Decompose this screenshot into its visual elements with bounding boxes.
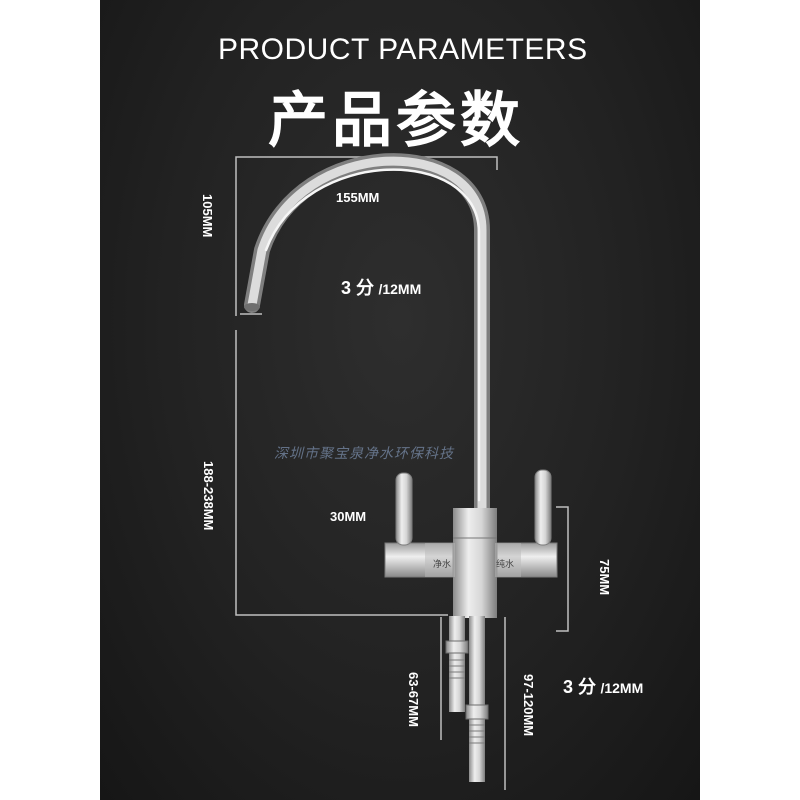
valve-height-label: 75MM [597,559,612,596]
inlet-pipe-short [449,616,465,712]
pipe-size-top: 3 分 /12MM [341,274,421,300]
body-height-label: 188-238MM [201,461,216,531]
right-lever-handle [534,469,552,546]
pipe-threads [449,659,485,744]
pipe-size-top-metric: /12MM [378,281,422,297]
body-height-guide [235,330,448,616]
spout-tip [244,303,260,311]
valve-height-guide [556,506,569,632]
title-chinese: 产品参数 [268,87,524,154]
nut-long [465,704,489,720]
dark-textured-background [100,0,700,800]
pipe-size-top-fraction: 3 分 [341,278,375,298]
left-lever-handle [395,472,413,546]
inlet-long-label: 97-120MM [521,674,536,737]
faucet-body [453,508,497,618]
pipe-size-bottom: 3 分 /12MM [563,673,643,699]
company-watermark: 深圳市聚宝泉净水环保科技 [274,446,454,462]
handle-width-label: 30MM [330,509,367,524]
handle-label-purified: 净水 [433,559,452,569]
spout-reach-label: 155MM [336,190,380,205]
title-english: PRODUCT PARAMETERS [218,33,588,66]
spout-height-label: 105MM [200,194,215,238]
inlet-short-label: 63-67MM [406,672,421,727]
handle-label-pure: 纯水 [496,559,515,569]
inlet-pipe-long [469,616,485,782]
pipe-size-bottom-fraction: 3 分 [563,677,597,697]
nut-short [445,640,469,654]
pipe-size-bottom-metric: /12MM [600,680,644,696]
